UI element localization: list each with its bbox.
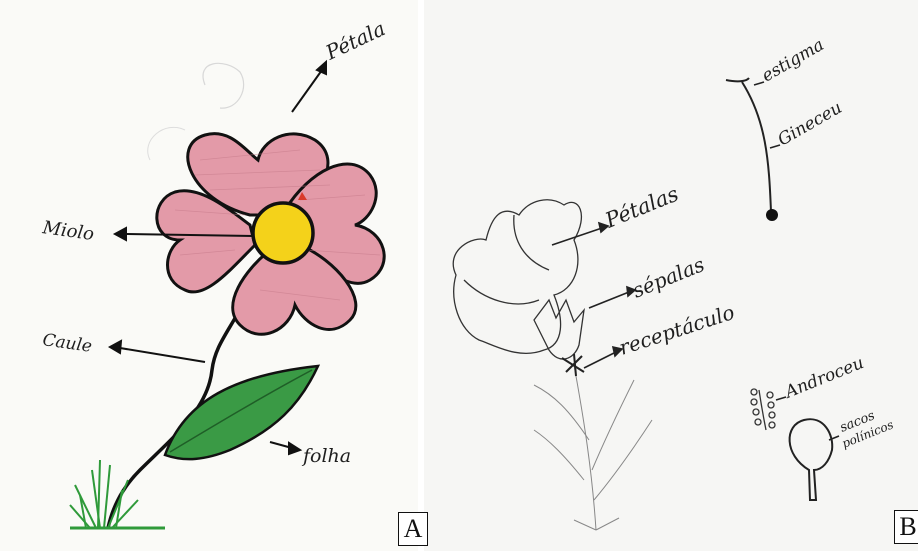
label-receptacle: receptáculo <box>616 300 737 360</box>
sketch-stem <box>534 365 652 530</box>
panel-label-b: B <box>894 510 918 544</box>
grass <box>70 460 138 528</box>
faint-sketch <box>203 63 244 108</box>
label-androecium: Androceu <box>781 353 867 403</box>
ovary <box>766 209 778 221</box>
anther-drawing <box>790 419 833 500</box>
panel-a: Pétala Miolo Caule folha <box>0 0 418 551</box>
label-stem: Caule <box>41 330 93 357</box>
androecium-drawing <box>751 389 775 430</box>
sketch-flower <box>453 200 584 359</box>
label-petals: Pétalas <box>601 182 682 233</box>
label-leaf: folha <box>301 445 351 467</box>
label-stigma: estigma <box>759 35 828 86</box>
receptacle-mark <box>562 354 584 376</box>
label-center: Miolo <box>40 217 95 245</box>
label-sepals: sépalas <box>629 252 708 303</box>
pistil <box>726 78 771 212</box>
label-gynoecium: Gineceu <box>775 98 846 151</box>
label-petal: Pétala <box>321 16 389 65</box>
flower-center <box>253 203 313 263</box>
faint-sketch-2 <box>148 127 185 160</box>
panel-b: Pétalas sépalas receptáculo estigma Gine… <box>424 0 918 551</box>
flower-drawing-a: Pétala Miolo Caule folha <box>0 0 418 551</box>
panel-label-a: A <box>398 512 428 546</box>
flower-drawing-b: Pétalas sépalas receptáculo estigma Gine… <box>424 0 918 551</box>
